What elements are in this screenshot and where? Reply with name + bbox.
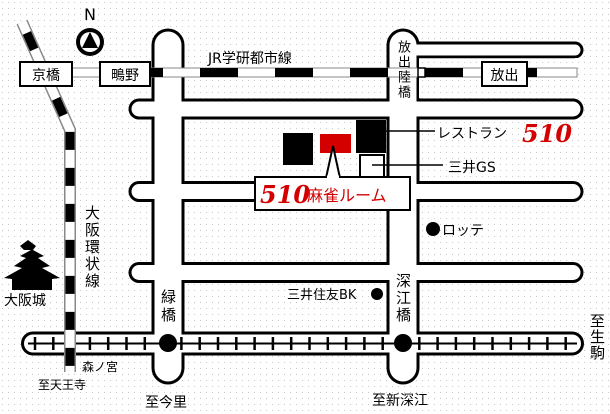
loop-line-label: 大阪環状線 <box>83 205 101 290</box>
castle-label: 大阪城 <box>4 293 46 309</box>
mahjong-number: 510 <box>260 180 310 209</box>
overpass-label: 放出陸橋 <box>395 40 410 100</box>
rail-segment <box>350 68 388 77</box>
osaka-castle-icon <box>4 240 60 290</box>
restaurant-number: 510 <box>522 119 572 148</box>
lotte-marker-icon <box>426 222 440 236</box>
bank-marker-icon <box>371 288 383 300</box>
rail-segment <box>150 68 163 77</box>
osaka-loop-line <box>16 19 76 372</box>
restaurant-building[interactable] <box>356 120 386 153</box>
mahjong-name: 麻雀ルーム <box>307 186 387 205</box>
station-label: 放出 <box>491 68 519 84</box>
gas-station-label: 三井GS <box>448 160 496 176</box>
overpass-marker <box>417 67 426 78</box>
restaurant-label: レストラン <box>437 126 507 142</box>
station-kyobashi[interactable]: 京橋 <box>19 61 73 87</box>
station-label: 鴫野 <box>111 68 139 84</box>
mahjong-callout[interactable]: 510 麻雀ルーム <box>254 145 411 211</box>
jr-line-label: JR学研都市線 <box>207 50 292 67</box>
direction-ikoma: 至生駒 <box>588 313 606 361</box>
station-label: 京橋 <box>32 68 60 84</box>
north-compass-icon: N <box>76 5 104 56</box>
rail-segment <box>425 68 463 77</box>
lotte-label: ロッテ <box>442 223 484 239</box>
station-midoribashi-label: 緑橋 <box>159 289 177 325</box>
compass-label: N <box>84 5 96 24</box>
station-shigino[interactable]: 鴫野 <box>99 61 151 87</box>
building-block <box>283 133 313 165</box>
direction-imazato: 至今里 <box>145 395 187 411</box>
direction-shinfukae: 至新深江 <box>372 393 428 409</box>
rail-segment <box>200 68 238 77</box>
station-midoribashi-icon[interactable] <box>159 334 177 352</box>
station-morinomiya-label: 森ノ宮 <box>82 359 118 374</box>
mahjong-building[interactable] <box>320 134 351 153</box>
station-fukaebashi-label: 深江橋 <box>394 273 412 324</box>
rail-segment <box>275 68 313 77</box>
gas-station-building[interactable] <box>359 154 385 178</box>
direction-tennoji: 至天王寺 <box>38 378 86 392</box>
station-fukaebashi-icon[interactable] <box>394 334 412 352</box>
rail-segment <box>527 68 537 77</box>
bank-label: 三井住友BK <box>287 287 357 303</box>
station-hanaten[interactable]: 放出 <box>481 61 528 87</box>
